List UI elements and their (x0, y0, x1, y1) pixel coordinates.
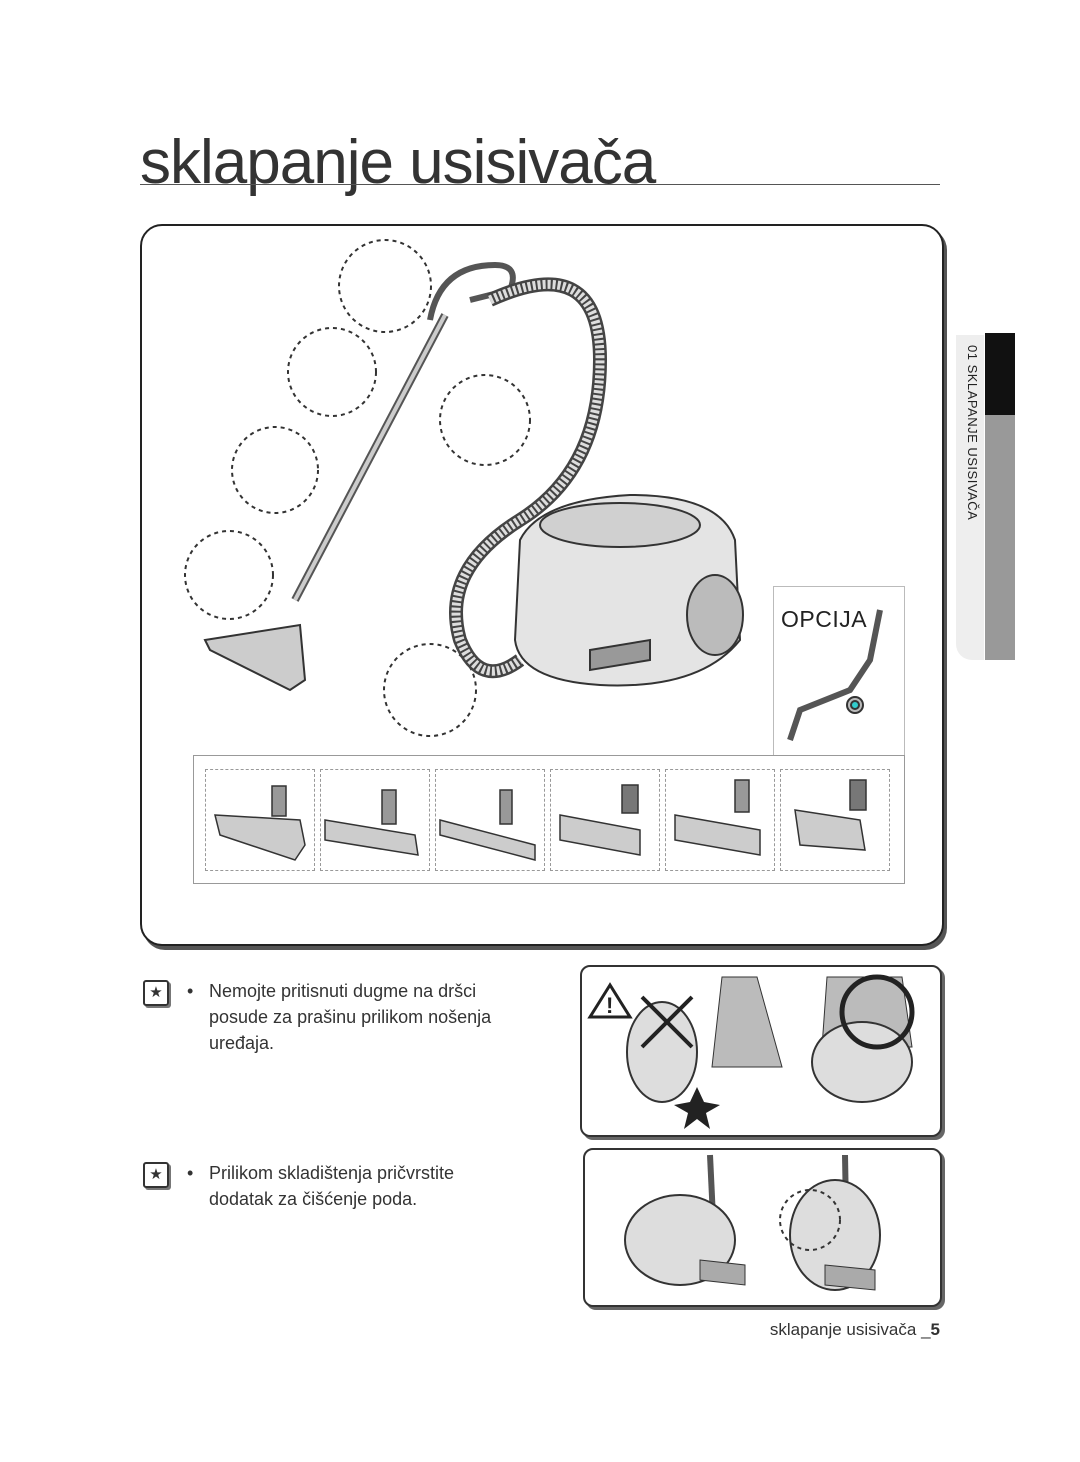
detail-circle-hose-joint (439, 374, 531, 466)
note-text: Nemojte pritisnuti dugme na dršci posude… (209, 981, 492, 1053)
warning-triangle-icon (587, 982, 633, 1019)
tool-floor-brush-3 (435, 769, 545, 871)
page-number: 5 (930, 1320, 940, 1339)
note-text: Prilikom skladištenja pričvrstite dodata… (209, 1163, 455, 1209)
attachment-tools-frame (193, 755, 905, 884)
detail-circle-hose-inlet (383, 643, 477, 737)
option-box (773, 586, 905, 755)
note-storage: ★ • Prilikom skladištenja pričvrstite do… (143, 1160, 563, 1220)
option-label: OPCIJA (781, 606, 868, 632)
section-tab-marker (985, 333, 1015, 415)
tool-2-shape (324, 819, 419, 856)
storage-illustration (583, 1148, 942, 1307)
tool-5-shape (674, 814, 761, 856)
detail-circle-handle (338, 239, 432, 333)
tool-1-shape (214, 814, 306, 861)
title-divider (140, 184, 940, 185)
star-icon: ★ (143, 1162, 169, 1188)
tool-3-shape (439, 819, 536, 861)
tool-floor-brush-1 (205, 769, 315, 871)
note-bullet: • (187, 1163, 194, 1183)
note-carrying: ★ • Nemojte pritisnuti dugme na dršci po… (143, 978, 563, 1058)
page-title: sklapanje usisivača (140, 128, 656, 197)
section-tab-bar (985, 415, 1015, 660)
detail-circle-brush-joint (184, 530, 274, 620)
page-footer: sklapanje usisivača _5 (770, 1320, 940, 1340)
tool-4-shape (559, 814, 641, 856)
star-icon: ★ (143, 980, 169, 1006)
detail-circle-wand-joint (287, 327, 377, 417)
svg-text:!: ! (606, 993, 613, 1018)
tool-turbo-brush-2 (665, 769, 775, 871)
section-side-label: 01 SKLAPANJE USISIVAČA (956, 335, 984, 660)
tool-turbo-brush-1 (550, 769, 660, 871)
carrying-illustration: ! (580, 965, 942, 1137)
detail-circle-wand-extend (231, 426, 319, 514)
note-bullet: • (187, 981, 194, 1001)
footer-text: sklapanje usisivača _ (769, 1320, 931, 1339)
tool-6-shape (794, 809, 866, 851)
tool-mini-turbo-brush (780, 769, 890, 871)
tool-floor-brush-2 (320, 769, 430, 871)
